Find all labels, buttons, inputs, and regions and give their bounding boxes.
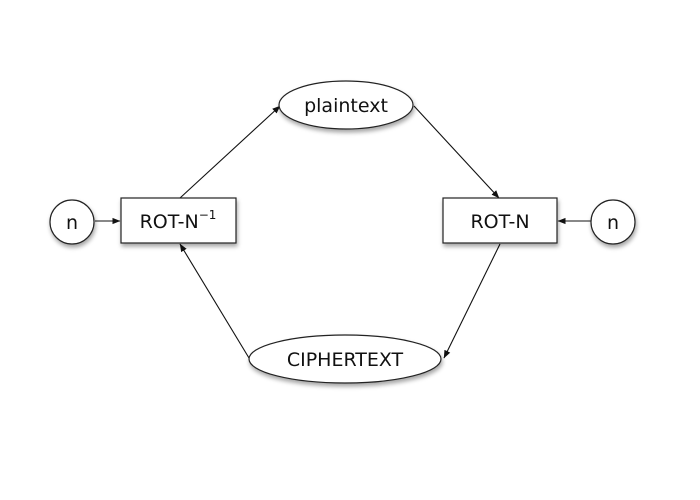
n-left-node: n — [49, 199, 95, 245]
plaintext-label: plaintext — [304, 95, 388, 117]
rot-n-inverse-label: ROT-N−1 — [140, 208, 217, 233]
n-right-node: n — [590, 199, 636, 245]
rot-n-inverse-text: ROT-N — [140, 211, 199, 233]
ciphertext-node: CIPHERTEXT — [248, 334, 442, 384]
rot-n-inverse-node: ROT-N−1 — [120, 197, 237, 244]
edge-ciphertext-to-rot-n-inverse — [179, 243, 250, 359]
edge-plaintext-to-rot-n — [413, 105, 500, 199]
n-left-label: n — [66, 212, 78, 234]
ciphertext-label: CIPHERTEXT — [287, 349, 404, 371]
edge-rot-n-inverse-to-plaintext — [179, 105, 281, 199]
rot-n-inverse-superscript: −1 — [199, 208, 217, 222]
rot-n-label: ROT-N — [470, 211, 529, 233]
plaintext-node: plaintext — [278, 80, 414, 130]
edge-rot-n-to-ciphertext — [443, 243, 501, 359]
rot-n-node: ROT-N — [442, 197, 558, 244]
n-right-label: n — [607, 212, 619, 234]
